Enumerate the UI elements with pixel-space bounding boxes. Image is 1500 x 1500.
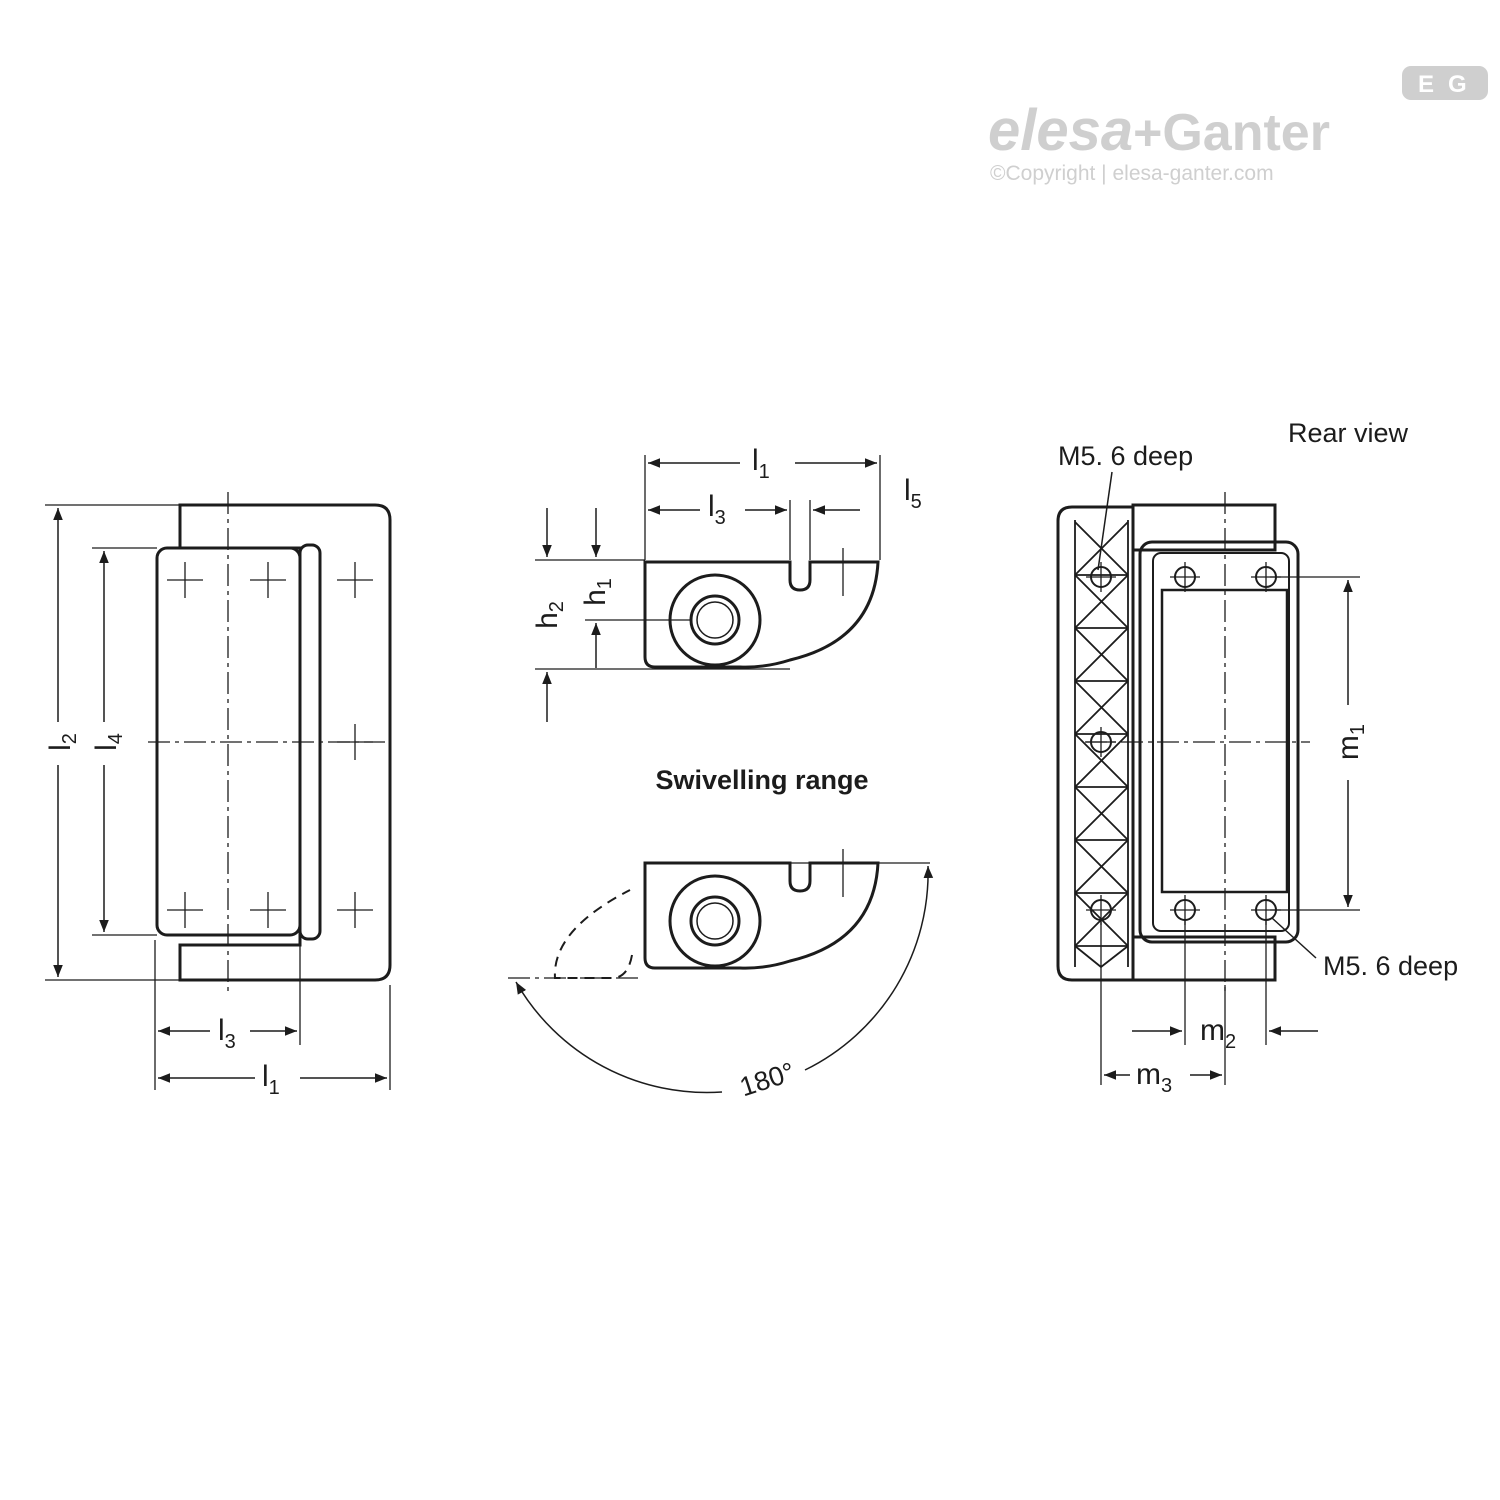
rear-grip-ribs [1074, 520, 1129, 968]
side-body-outline [643, 560, 880, 669]
label-side-h2: h2 [531, 601, 568, 629]
label-rear-m2: m2 [1200, 1014, 1236, 1053]
brand-logo: E G elesa+Ganter ©Copyright | elesa-gant… [988, 66, 1488, 185]
swivel-ghost-outline [553, 889, 633, 979]
label-front-l1: l1 [262, 1060, 280, 1099]
swivel-angle-arc-left [515, 981, 723, 1094]
swivel-pivot-boss [668, 874, 762, 968]
label-side-l5: l5 [904, 474, 922, 513]
front-view [45, 492, 392, 1090]
swivel-angle-label: 180° [736, 1057, 798, 1103]
label-front-l3: l3 [218, 1014, 236, 1053]
copyright-text: ©Copyright | elesa-ganter.com [990, 162, 1274, 185]
swivel-view [508, 849, 934, 1094]
label-rear-m1: m1 [1332, 724, 1369, 760]
label-rear-m3: m3 [1136, 1058, 1172, 1097]
brand-plus: + [1133, 105, 1162, 161]
rear-plate-inner [1152, 552, 1290, 932]
swivel-pivot-hole-inner [696, 902, 734, 940]
swivelling-range-title: Swivelling range [655, 765, 868, 795]
front-hole-mark-middle [337, 724, 373, 760]
leader-thread-top [1097, 471, 1113, 571]
swivel-pivot-hole [689, 895, 741, 947]
leader-thread-bottom [1271, 917, 1317, 959]
label-front-l4: l4 [90, 733, 127, 751]
rear-grip-outline [1056, 505, 1135, 982]
side-view [535, 455, 881, 722]
eg-badge-letter-e: E [1418, 71, 1434, 98]
side-pivot-hole-inner [696, 601, 734, 639]
label-side-h1: h1 [579, 578, 616, 606]
side-pivot-hole [689, 594, 741, 646]
rear-view [1056, 471, 1360, 1085]
rear-bottom-flange [1131, 935, 1277, 982]
rear-view-title: Rear view [1288, 418, 1409, 448]
front-outer-body [178, 503, 392, 982]
eg-badge-letter-g: G [1448, 71, 1467, 98]
eg-badge [1402, 66, 1488, 100]
front-hole-marks-top [167, 562, 373, 598]
swivel-body-outline [643, 861, 880, 970]
label-thread-bottom: M5. 6 deep [1323, 951, 1458, 981]
brand-wordmark: elesa+Ganter [988, 98, 1330, 163]
front-hole-marks-bottom [167, 892, 373, 928]
label-thread-top: M5. 6 deep [1058, 441, 1193, 471]
swivel-angle-arc-right [804, 865, 934, 1071]
label-side-l1: l1 [752, 444, 770, 483]
brand-part-elesa: elesa [988, 98, 1133, 163]
rear-top-flange [1131, 503, 1277, 552]
label-front-l2: l2 [44, 733, 81, 751]
label-side-l3: l3 [708, 490, 726, 529]
brand-part-ganter: Ganter [1162, 104, 1330, 162]
